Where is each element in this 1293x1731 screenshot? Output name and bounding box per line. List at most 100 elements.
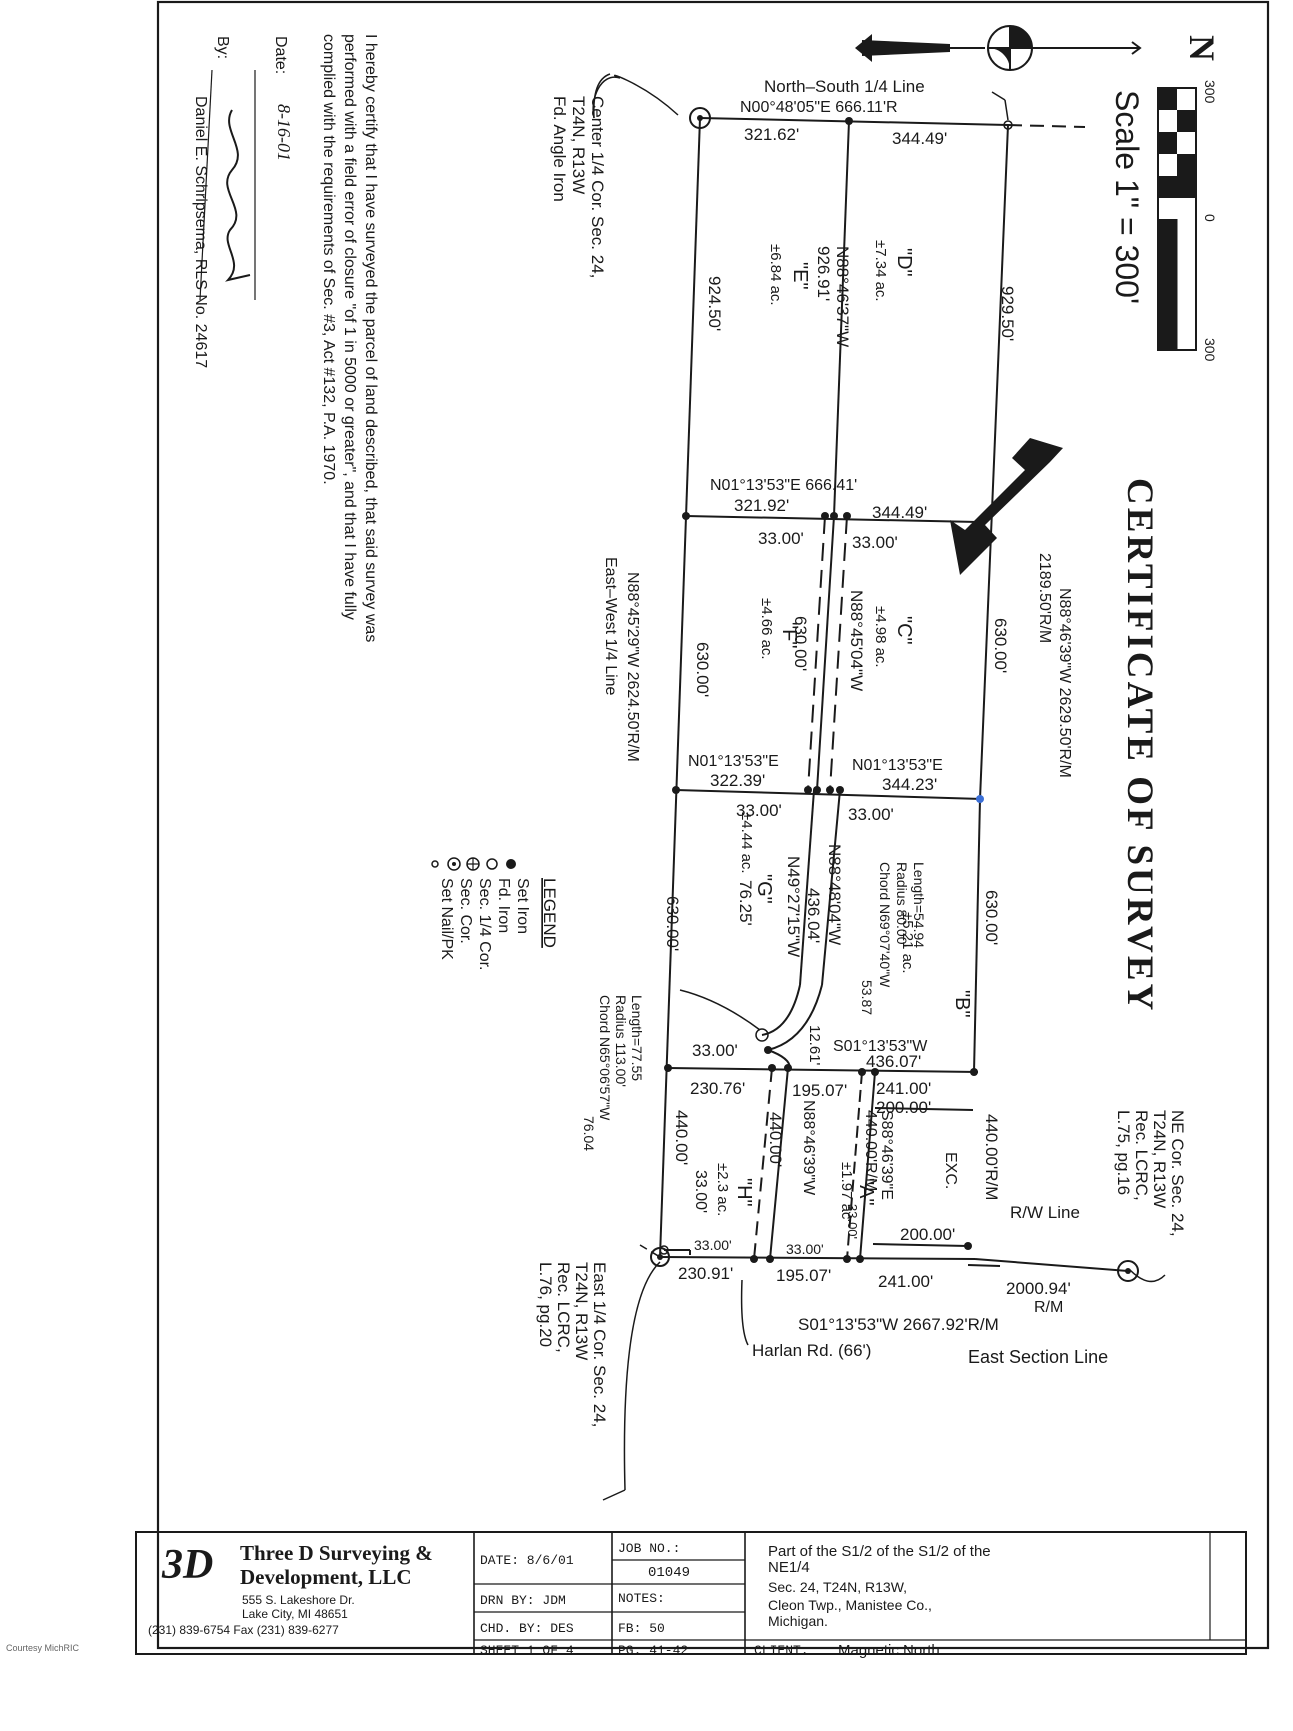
bottom-ease-mid: 33.00' bbox=[786, 1241, 824, 1257]
client-label: CLIENT: bbox=[754, 1643, 809, 1658]
road-label: Harlan Rd. (66') bbox=[752, 1341, 871, 1360]
cert-date-label: Date: bbox=[272, 36, 289, 74]
parcel-d-area: ±7.34 ac. bbox=[872, 240, 889, 302]
ns-quarter-line: North–South 1/4 Line bbox=[764, 77, 925, 96]
cert-by-label: By: bbox=[214, 36, 231, 59]
d-left-dim: 929.50' bbox=[998, 286, 1017, 341]
sheet-border bbox=[156, 0, 1270, 1650]
scale-label: Scale 1" = 300' bbox=[1109, 90, 1145, 304]
row3-right-dim: 344.23' bbox=[882, 775, 937, 794]
a-bearing: S88°46'39"E bbox=[878, 1110, 895, 1200]
description-line-3: Sec. 24, T24N, R13W, bbox=[768, 1579, 907, 1595]
bottom-right-dim: 241.00' bbox=[878, 1272, 933, 1291]
parcel-h-name: "H" bbox=[733, 1178, 755, 1207]
parcel-exc: EXC. bbox=[942, 1152, 959, 1189]
cf-bearing: N88°45'04"W bbox=[847, 590, 866, 691]
row3-ease-left: 33.00' bbox=[736, 801, 782, 820]
section-corner-icon bbox=[447, 857, 461, 871]
cf-length: 630.00' bbox=[791, 616, 810, 671]
north-boundary-bearing: N88°46'39"W 2629.50'R/M bbox=[1056, 588, 1073, 778]
nail-pk-icon bbox=[431, 860, 439, 868]
set-iron-icon bbox=[506, 859, 516, 869]
curve1-length: Length=54.94 bbox=[911, 862, 927, 948]
bottom-left-dim: 230.91' bbox=[678, 1264, 733, 1283]
parcel-g-area: ±4.44 ac. bbox=[738, 812, 755, 874]
b-right-dim: 630.00' bbox=[982, 890, 1001, 945]
east-tail-dim: 2000.94' bbox=[1006, 1279, 1071, 1298]
parcel-a-area: ±1.97 ac bbox=[838, 1162, 855, 1220]
legend: LEGEND Set Iron Fd. Iron Sec. 1/4 Cor. S… bbox=[431, 857, 559, 971]
bottom-ease-left: 33.00' bbox=[694, 1237, 732, 1253]
company-address-1: 555 S. Lakeshore Dr. bbox=[242, 1593, 355, 1607]
description-line-5: Michigan. bbox=[768, 1613, 828, 1629]
checked-by-field: CHD. BY: DES bbox=[480, 1621, 574, 1636]
g-length: 436.04' bbox=[804, 888, 823, 943]
north-arrow: N bbox=[855, 25, 1222, 71]
parcel-b-area: ±5.21 ac. bbox=[899, 912, 916, 974]
row3-left-dim: 322.39' bbox=[710, 771, 765, 790]
row3-bearing-left: N01°13'53"E bbox=[688, 753, 779, 770]
east-corner-line-1: East 1/4 Cor. Sec. 24, bbox=[590, 1262, 609, 1427]
row4-ease: 33.00' bbox=[692, 1041, 738, 1060]
f-left-dim: 630.00' bbox=[693, 642, 712, 697]
north-boundary-record: 2189.50'R/M bbox=[1036, 553, 1053, 643]
company-address-2: Lake City, MI 48651 bbox=[242, 1607, 348, 1621]
parcel-f-area: ±4.66 ac. bbox=[758, 598, 775, 660]
row4-bearing: S01°13'53"W bbox=[833, 1038, 928, 1055]
field-book: FB: 50 bbox=[618, 1621, 665, 1636]
parcel-b-name: "B" bbox=[951, 990, 973, 1018]
parcel-c-name: "C" bbox=[893, 616, 915, 645]
quarter-corner-icon bbox=[466, 857, 480, 871]
parcel-e-name: "E" bbox=[789, 262, 811, 290]
title-block: 3D Three D Surveying & Development, LLC … bbox=[135, 1531, 1247, 1659]
row4-length: 436.07' bbox=[866, 1052, 921, 1071]
notes-label: NOTES: bbox=[618, 1591, 665, 1606]
scale-tick-zero: 0 bbox=[1202, 214, 1218, 222]
job-label: JOB NO.: bbox=[618, 1541, 680, 1556]
field-page: PG: 41-42 bbox=[618, 1643, 688, 1658]
ne-corner-line-2: T24N, R13W bbox=[1150, 1110, 1169, 1208]
south-boundary-bearing: N88°45'29"W 2624.50'R/M bbox=[624, 572, 641, 762]
de-bearing: N88°46'37"W bbox=[833, 246, 852, 347]
legend-section-corner: Sec. Cor. bbox=[457, 878, 474, 944]
cert-line-3: complied with the requirements of Sec. #… bbox=[320, 34, 337, 485]
de-length: 926.91' bbox=[814, 246, 833, 301]
exc-side-dim: 440.00'R/M bbox=[982, 1114, 1001, 1200]
top-right-dim: 344.49' bbox=[892, 129, 947, 148]
center-corner-line-2: T24N, R13W bbox=[569, 96, 588, 194]
ne-corner-marker bbox=[1117, 1260, 1139, 1282]
g-bearing: N49°27'15"W bbox=[784, 856, 803, 957]
legend-quarter-corner: Sec. 1/4 Cor. bbox=[476, 878, 493, 971]
top-bearing: N00°48'05"E 666.11'R bbox=[740, 99, 898, 116]
east-section-line: East Section Line bbox=[968, 1347, 1108, 1367]
ew-quarter-line: East–West 1/4 Line bbox=[602, 557, 619, 696]
company-logo: 3D bbox=[161, 1542, 213, 1588]
ne-corner-line-1: NE Cor. Sec. 24, bbox=[1168, 1110, 1187, 1237]
scale-tick-left: 300 bbox=[1202, 80, 1218, 104]
a-ease: 33.00' bbox=[845, 1204, 860, 1239]
east-corner-line-4: L.76, pg.20 bbox=[536, 1262, 555, 1347]
h-bearing: N88°46'39"W bbox=[800, 1100, 817, 1196]
client-name: Magnetic North bbox=[838, 1642, 940, 1659]
center-corner-line-1: Center 1/4 Cor. Sec. 24, bbox=[588, 96, 607, 278]
curve1-chord-length: 53.87 bbox=[859, 980, 875, 1015]
ne-corner-line-4: L.75, pg.16 bbox=[1114, 1110, 1133, 1195]
center-corner-line-3: Fd. Angle Iron bbox=[550, 96, 569, 202]
description-line-4: Cleon Twp., Manistee Co., bbox=[768, 1597, 932, 1613]
row2-bearing: N01°13'53"E 666.41' bbox=[710, 477, 857, 494]
company-name-2: Development, LLC bbox=[240, 1565, 412, 1589]
exc-bottom-dim: 200.00' bbox=[900, 1225, 955, 1244]
h-length: 440.00' bbox=[766, 1112, 785, 1167]
company-name-1: Three D Surveying & bbox=[240, 1541, 433, 1565]
curve1-radius: Radius 80.00' bbox=[894, 862, 910, 947]
row4-seg1: 12.61' bbox=[806, 1025, 823, 1066]
legend-title: LEGEND bbox=[540, 878, 559, 948]
top-left-dim: 321.62' bbox=[744, 125, 799, 144]
east-corner-line-3: Rec. LCRC, bbox=[554, 1262, 573, 1353]
cert-date-value: 8-16-01 bbox=[274, 104, 294, 161]
g-bearing-length: 76.25' bbox=[736, 880, 755, 926]
row4-mid-dim: 195.07' bbox=[792, 1081, 847, 1100]
row2-right-dim: 344.49' bbox=[872, 503, 927, 522]
row2-ease-right: 33.00' bbox=[852, 533, 898, 552]
